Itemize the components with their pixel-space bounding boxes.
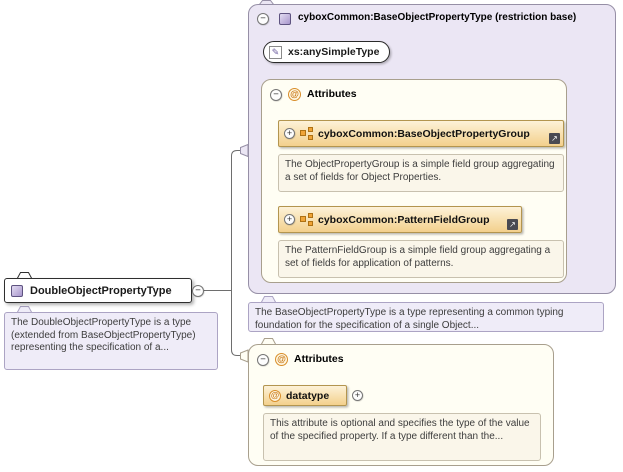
collapse-toggle-attributes[interactable]: −: [257, 354, 269, 366]
attributes-header: Attributes: [294, 353, 344, 365]
attribute-datatype-doc: This attribute is optional and specifies…: [263, 413, 541, 461]
collapse-toggle-base-attributes[interactable]: −: [270, 89, 282, 101]
expand-toggle-datatype[interactable]: +: [352, 390, 363, 401]
simple-type-box[interactable]: ✎ xs:anySimpleType: [263, 41, 391, 63]
group1-doc: The ObjectPropertyGroup is a simple fiel…: [278, 154, 564, 192]
group2-link-icon[interactable]: ↗: [507, 219, 518, 230]
collapse-toggle-element[interactable]: −: [192, 285, 204, 297]
simple-type-pencil-icon: ✎: [269, 45, 282, 59]
attributes-header: Attributes: [307, 88, 357, 100]
attribute-datatype-label: datatype: [286, 389, 330, 402]
base-type-attributes-panel: − @ Attributes + cyboxCommon:BaseObjectP…: [261, 79, 567, 283]
collapse-toggle-base-type[interactable]: −: [257, 13, 269, 25]
group1-link-icon[interactable]: ↗: [549, 133, 560, 144]
attribute-group-pattern-field-group[interactable]: + cyboxCommon:PatternFieldGroup ↗: [278, 206, 522, 233]
attributes-at-icon: @: [288, 88, 301, 101]
base-type-panel: − cyboxCommon:BaseObjectPropertyType (re…: [248, 4, 616, 294]
attribute-group-base-object-property-group[interactable]: + cyboxCommon:BaseObjectPropertyGroup ↗: [278, 120, 564, 147]
element-label: DoubleObjectPropertyType: [30, 284, 172, 297]
element-double-object-property-type[interactable]: DoubleObjectPropertyType: [4, 278, 192, 303]
attribute-group-icon: [300, 127, 313, 140]
expand-toggle-group2[interactable]: +: [284, 214, 295, 225]
attribute-group-icon: [300, 213, 313, 226]
group2-doc: The PatternFieldGroup is a simple field …: [278, 240, 564, 278]
group2-label: cyboxCommon:PatternFieldGroup: [318, 213, 490, 226]
attributes-panel: − @ Attributes @ datatype + This attribu…: [248, 344, 554, 466]
element-doc: The DoubleObjectPropertyType is a type (…: [4, 312, 218, 370]
base-type-doc: The BaseObjectPropertyType is a type rep…: [248, 302, 604, 332]
expand-toggle-group1[interactable]: +: [284, 128, 295, 139]
attribute-datatype[interactable]: @ datatype: [263, 385, 347, 406]
group1-label: cyboxCommon:BaseObjectPropertyGroup: [318, 127, 530, 140]
attributes-at-icon: @: [275, 353, 288, 366]
attribute-at-icon: @: [269, 389, 281, 402]
simple-type-label: xs:anySimpleType: [288, 46, 380, 58]
base-type-title: cyboxCommon:BaseObjectPropertyType (rest…: [298, 12, 577, 23]
complex-type-icon: [11, 284, 23, 297]
complex-type-icon: [279, 13, 291, 25]
